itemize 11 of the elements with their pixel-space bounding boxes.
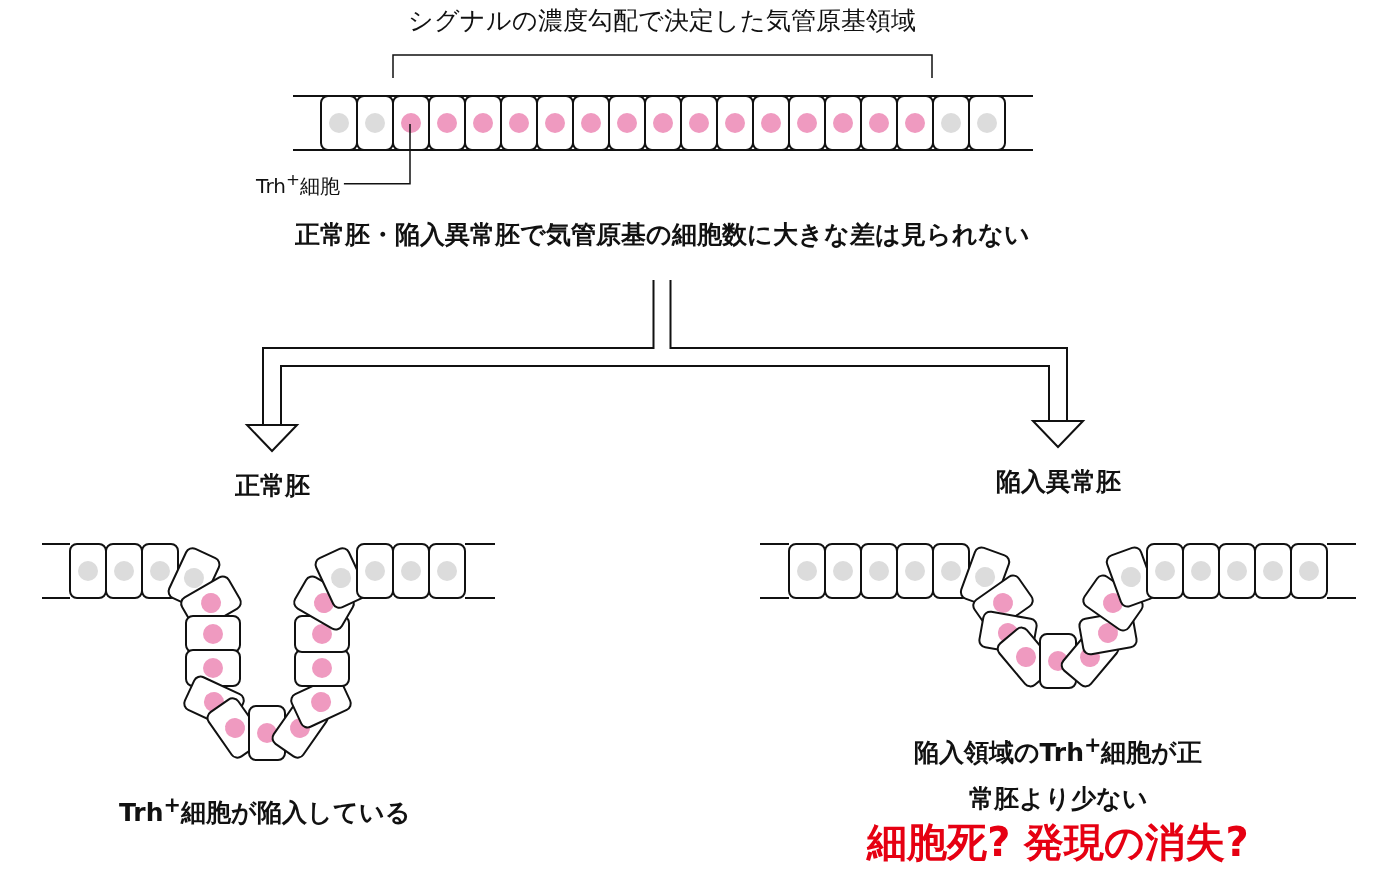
statement-text: 正常胚・陥入異常胚で気管原基の細胞数に大きな差は見られない [294, 220, 1030, 250]
hollow-arrow [661, 279, 1084, 448]
leader-line [343, 123, 411, 185]
result-caption: 陥入領域のTrh$^{+}$細胞が正常胚より少ない [912, 732, 1204, 816]
group-heading: 正常胚 [234, 471, 310, 501]
question-text: 細胞死? 発現の消失? [867, 818, 1249, 866]
group-heading: 陥入異常胚 [995, 467, 1121, 497]
region-caption: シグナルの濃度勾配で決定した気管原基領域 [408, 6, 916, 36]
cell-label: Trh$^{+}$細胞 [256, 170, 340, 198]
hollow-arrow [246, 279, 663, 452]
result-caption: Trh$^{+}$細胞が陥入している [119, 793, 411, 829]
